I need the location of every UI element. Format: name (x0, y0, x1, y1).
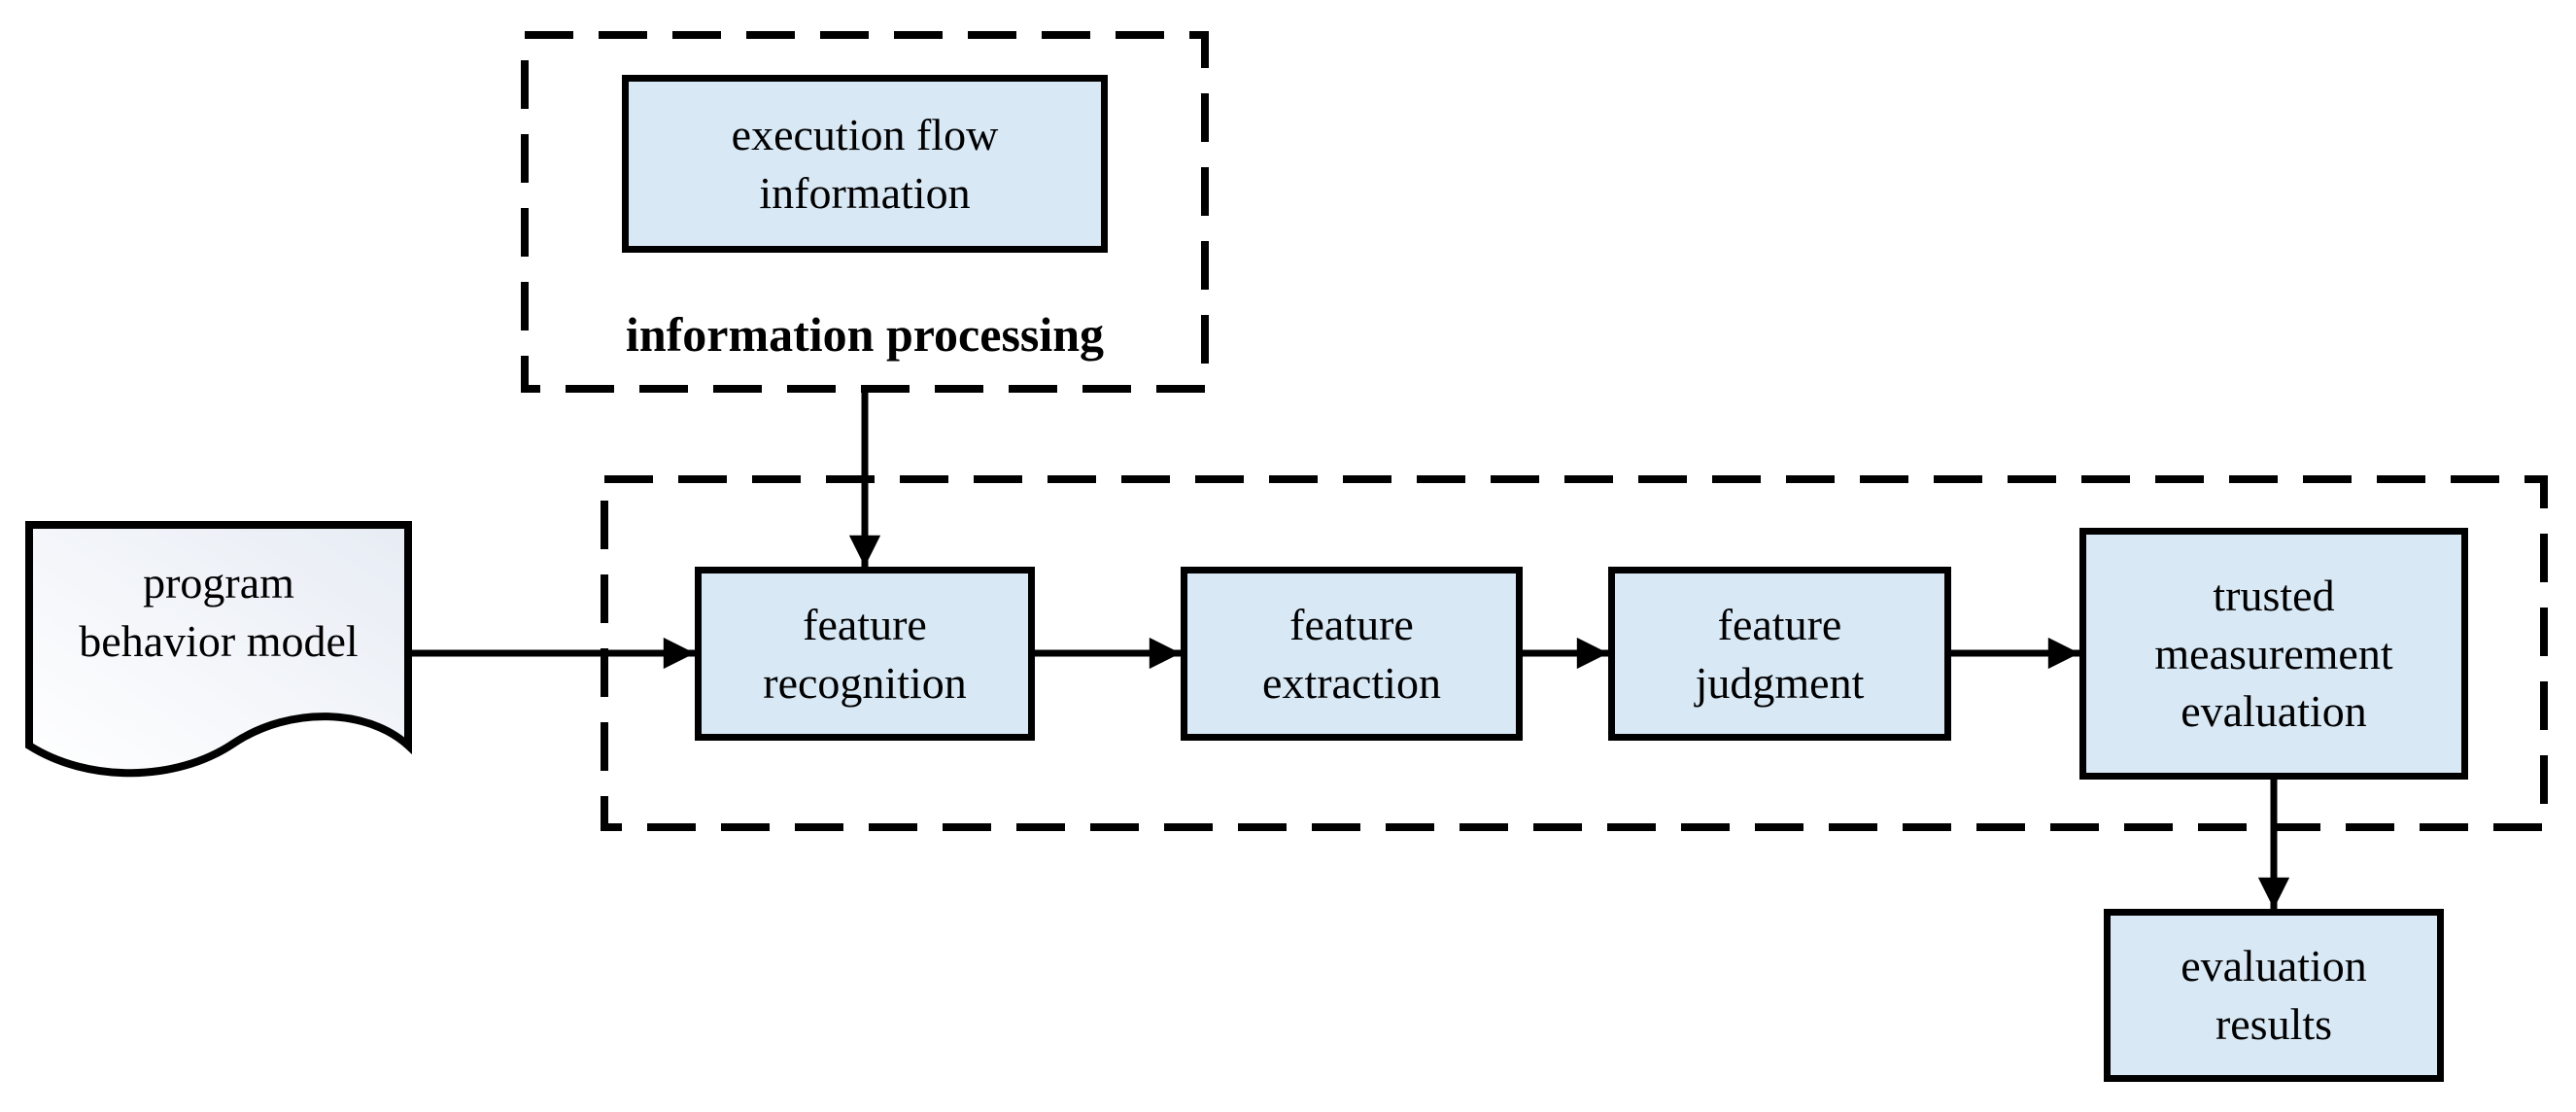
node-program-behavior-model-label: program behavior model (79, 558, 359, 666)
node-evaluation-results: evaluation results (2104, 909, 2444, 1082)
node-feature-judgment: feature judgment (1608, 567, 1951, 741)
node-feature-extraction: feature extraction (1181, 567, 1523, 741)
document-shape-program-behavior-model (25, 521, 412, 778)
node-trusted-measurement-evaluation: trusted measurement evaluation (2079, 528, 2468, 780)
node-execution-flow-information: execution flow information (622, 75, 1108, 253)
node-feature-recognition: feature recognition (695, 567, 1035, 741)
group-label-information-processing: information processing (625, 307, 1105, 362)
